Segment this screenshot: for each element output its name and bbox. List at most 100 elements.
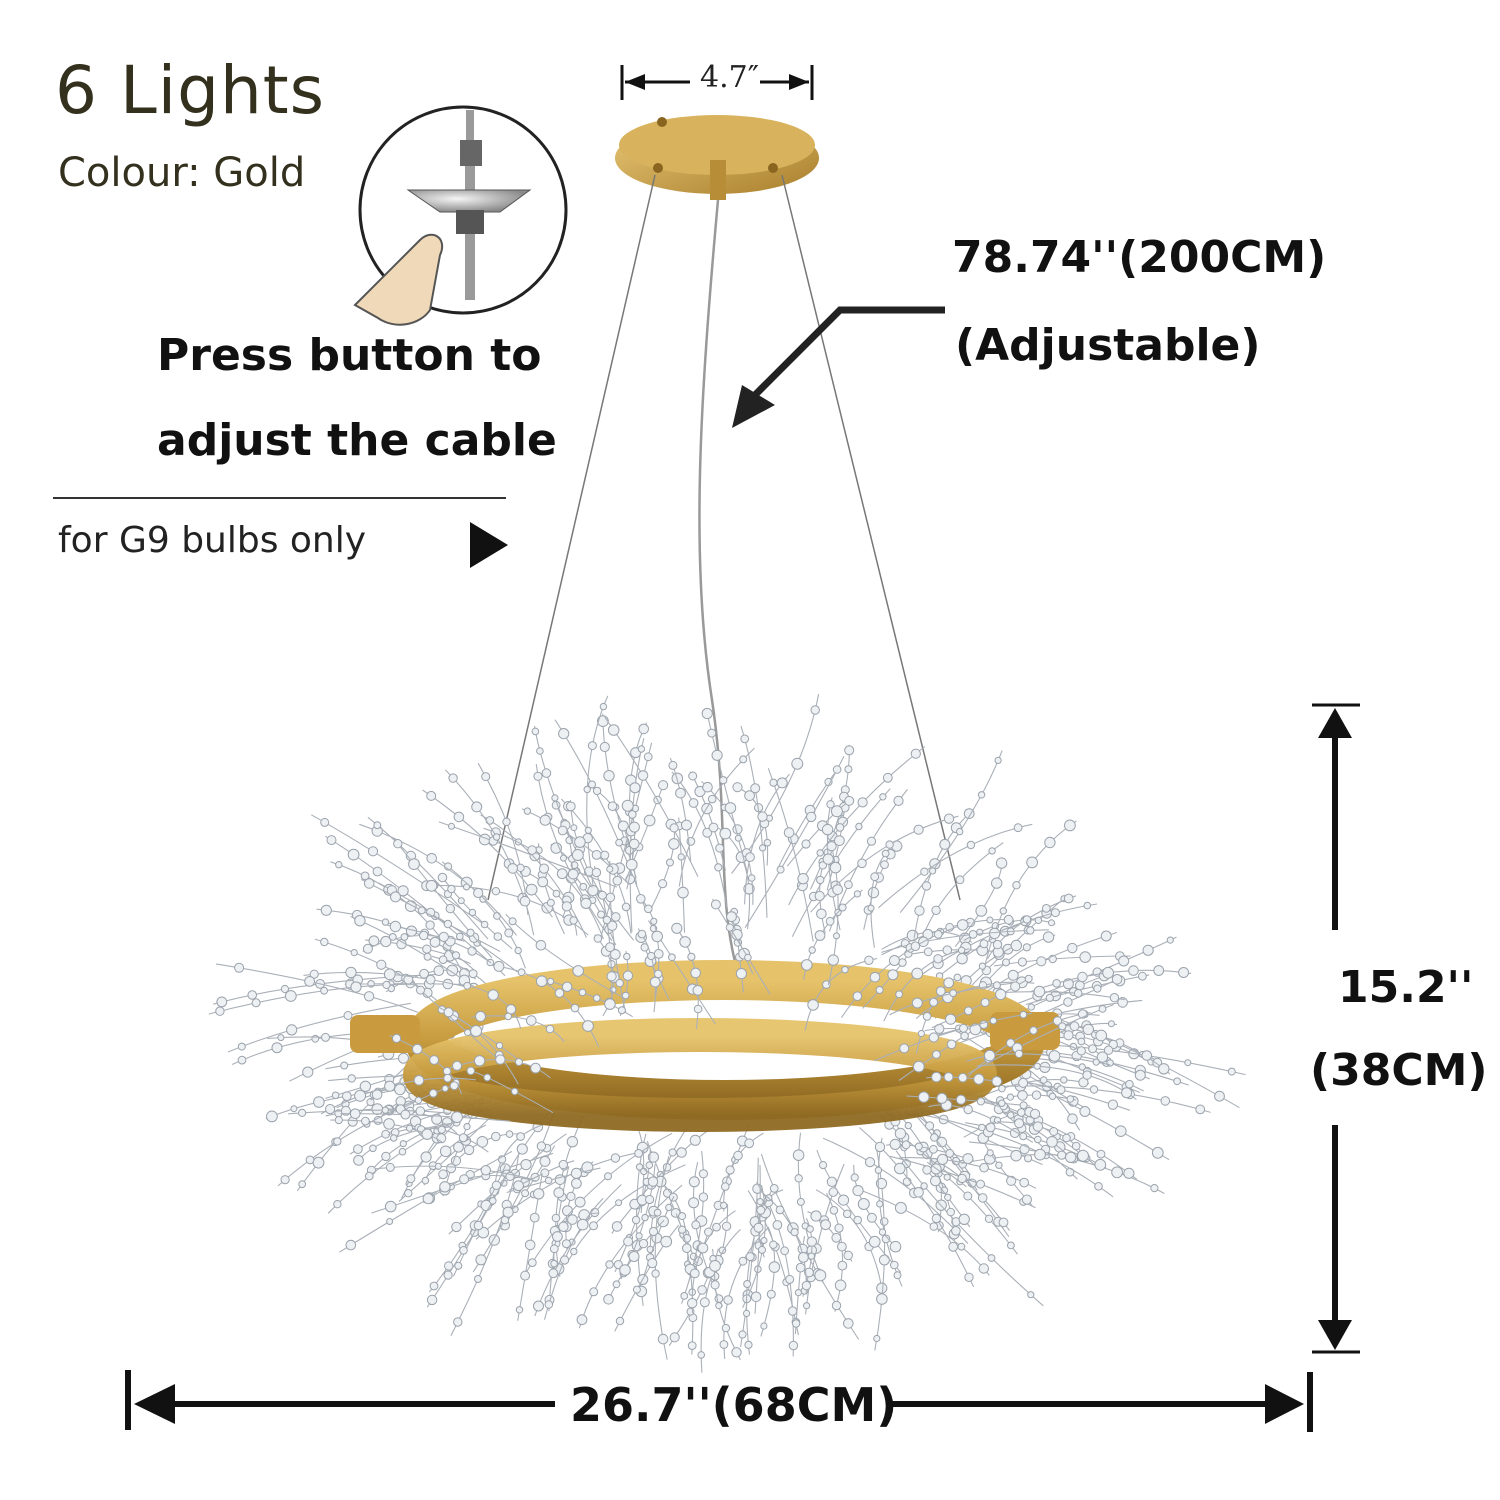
crystal-bead <box>505 1004 517 1015</box>
crystal-stem <box>714 1248 741 1361</box>
crystal-bead <box>381 1151 391 1162</box>
crystal-bead <box>481 772 491 782</box>
crystal-bead <box>451 951 461 960</box>
crystal-bead <box>699 1297 710 1308</box>
crystal-bead <box>237 1055 247 1065</box>
crystal-bead <box>1152 1057 1163 1068</box>
crystal-bead <box>978 1123 986 1132</box>
crystal-bead <box>621 902 631 912</box>
crystal-bead <box>651 930 664 943</box>
crystal-bead <box>801 1280 812 1291</box>
crystal-bead <box>561 1239 571 1249</box>
crystal-bead <box>551 794 559 802</box>
crystal-bead <box>540 1168 550 1178</box>
crystal-bead <box>298 1108 307 1118</box>
crystal-bead <box>589 1221 598 1231</box>
crystal-bead <box>763 838 772 847</box>
crystal-bead <box>570 824 578 832</box>
crystal-bead <box>837 1194 850 1206</box>
crystal-bead <box>451 1221 462 1233</box>
crystal-bead <box>1118 955 1130 967</box>
crystal-bead <box>867 886 880 899</box>
crystal-bead <box>1094 1182 1103 1191</box>
crystal-bead <box>731 928 743 941</box>
crystal-bead <box>958 1072 968 1083</box>
crystal-bead <box>677 886 689 899</box>
crystal-bead <box>1019 1010 1028 1019</box>
crystal-bead <box>443 1270 453 1280</box>
crystal-bead <box>920 1182 928 1190</box>
crystal-bead <box>400 1109 411 1120</box>
crystal-bead <box>791 1319 801 1328</box>
crystal-stem <box>639 1196 675 1287</box>
crystal-bead <box>901 1140 911 1150</box>
crystal-bead <box>688 798 699 808</box>
crystal-bead <box>929 1144 938 1154</box>
crystal-bead <box>284 990 297 1002</box>
crystal-bead <box>994 756 1002 765</box>
crystal-bead <box>557 825 568 836</box>
crystal-bead <box>814 930 826 941</box>
crystal-bead <box>889 1138 901 1151</box>
crystal-bead <box>622 970 634 981</box>
crystal-bead <box>709 1260 721 1272</box>
crystal-bead <box>628 838 640 850</box>
crystal-bead <box>551 1213 561 1223</box>
crystal-bead <box>1039 1076 1048 1084</box>
crystal-bead <box>635 1232 643 1240</box>
crystal-bead <box>521 1189 530 1198</box>
crystal-bead <box>958 1213 970 1226</box>
crystal-bead <box>720 1201 728 1210</box>
crystal-bead <box>1107 1020 1115 1028</box>
crystal-bead <box>735 968 748 980</box>
crystal-bead <box>837 1241 847 1252</box>
crystal-bead <box>1089 1085 1099 1094</box>
crystal-bead <box>870 872 880 882</box>
crystal-bead <box>1010 939 1022 952</box>
crystal-bead <box>930 1133 939 1142</box>
crystal-bead <box>660 1235 673 1248</box>
crystal-bead <box>831 1300 842 1311</box>
crystal-bead <box>597 910 606 919</box>
crystal-bead <box>1160 1096 1171 1106</box>
crystal-bead <box>881 1234 891 1244</box>
crystal-bead <box>869 971 881 983</box>
crystal-bead <box>589 1287 599 1297</box>
crystal-bead <box>600 850 610 860</box>
crystal-bead <box>514 1058 523 1066</box>
crystal-bead <box>995 988 1007 1001</box>
crystal-bead <box>550 842 563 854</box>
crystal-bead <box>580 897 592 910</box>
crystal-bead <box>271 1042 283 1054</box>
crystal-bead <box>935 986 946 996</box>
crystal-bead <box>1075 980 1085 991</box>
crystal-bead <box>769 1184 779 1193</box>
crystal-bead <box>457 897 465 905</box>
crystal-bead <box>541 768 552 778</box>
crystal-bead <box>864 955 874 965</box>
crystal-stem <box>517 1173 543 1321</box>
crystal-bead <box>1067 1113 1078 1124</box>
crystal-bead <box>621 799 634 812</box>
crystal-bead <box>1095 1029 1108 1042</box>
crystal-bead <box>1150 1184 1159 1193</box>
crystal-bead <box>806 1225 814 1233</box>
crystal-bead <box>987 1254 996 1262</box>
crystal-bead <box>913 824 924 835</box>
crystal-bead <box>745 852 755 862</box>
crystal-bead <box>866 836 877 846</box>
crystal-bead <box>725 1165 735 1175</box>
crystal-bead <box>857 1198 870 1210</box>
crystal-bead <box>853 890 862 898</box>
crystal-stem <box>586 695 609 892</box>
crystal-stem <box>359 823 517 936</box>
crystal-bead <box>394 1083 406 1096</box>
crystal-bead <box>384 1200 397 1213</box>
crystal-bead <box>719 776 728 785</box>
crystal-bead <box>1073 989 1083 998</box>
crystal-bead <box>816 875 825 885</box>
crystal-bead <box>473 1055 486 1067</box>
crystal-bead <box>814 890 825 902</box>
crystal-bead <box>280 1175 290 1185</box>
crystal-bead <box>606 971 617 982</box>
